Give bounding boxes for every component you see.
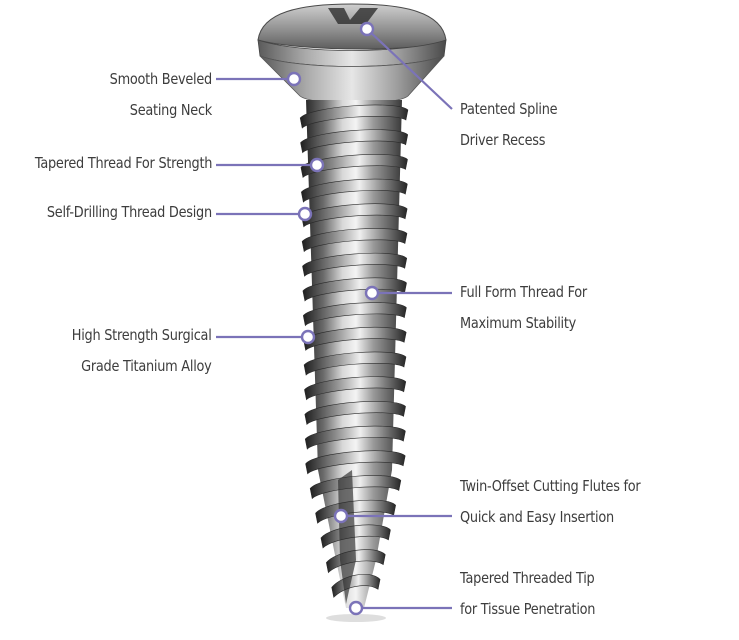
label-line: Patented Spline [460,100,558,118]
label-line: Grade Titanium Alloy [81,357,213,375]
label-line: Smooth Beveled [109,70,213,88]
thread-ridge [304,376,407,401]
screw-head-dome [257,3,447,50]
callout-lines [216,21,453,616]
label-line: Tapered Threaded Tip [460,569,595,587]
leader-dot-tapered [309,157,325,173]
label-line: Maximum Stability [460,314,577,332]
thread-ridge [302,252,408,277]
thread-ridge [301,178,408,203]
thread-ridge [309,475,402,500]
label-line: High Strength Surgical [72,326,212,344]
thread-ridge [301,203,408,228]
leader-dot-fullform [364,285,380,301]
label-self-drilling-thread: Self-Drilling Thread Design [47,197,212,228]
label-smooth-beveled-seating-neck: Smooth Beveled Seating Neck [109,64,213,126]
thread-ridge [300,129,409,154]
thread-ridge [303,351,407,376]
leader-dot-neck [286,71,302,87]
cutting-flute [338,470,356,604]
label-full-form-thread: Full Form Thread For Maximum Stability [460,277,587,339]
thread-ridge [299,104,409,129]
label-threaded-tip: Tapered Threaded Tip for Tissue Penetrat… [460,563,595,625]
label-line: Twin-Offset Cutting Flutes for [460,477,641,495]
label-line: Driver Recess [460,131,546,149]
label-titanium-alloy: High Strength Surgical Grade Titanium Al… [72,320,212,382]
thread-ridge [302,302,407,327]
thread-ridge [305,450,406,475]
label-line: Full Form Thread For [460,283,587,301]
thread-ridge [304,425,406,450]
screw-shadow [326,614,386,622]
label-line: Tapered Thread For Strength [34,154,213,172]
leader-dot-flutes [333,508,349,524]
label-line: for Tissue Penetration [460,600,596,618]
leader-dot-titanium [300,329,316,345]
label-spline-driver-recess: Patented Spline Driver Recess [460,94,558,156]
thread-ridge [304,401,406,426]
leader-line-spline [366,28,453,110]
leader-dot-drilling [297,206,313,222]
leader-dot-spline [359,21,375,37]
label-line: Self-Drilling Thread Design [46,203,212,221]
thread-ridge [303,326,407,351]
leader-dot-tip [348,600,364,616]
driver-recess [328,8,378,24]
label-line: Seating Neck [129,101,212,119]
thread-ridge [301,228,408,253]
label-line: Quick and Easy Insertion [460,508,614,526]
label-cutting-flutes: Twin-Offset Cutting Flutes for Quick and… [460,471,641,533]
label-tapered-thread: Tapered Thread For Strength [34,148,213,179]
